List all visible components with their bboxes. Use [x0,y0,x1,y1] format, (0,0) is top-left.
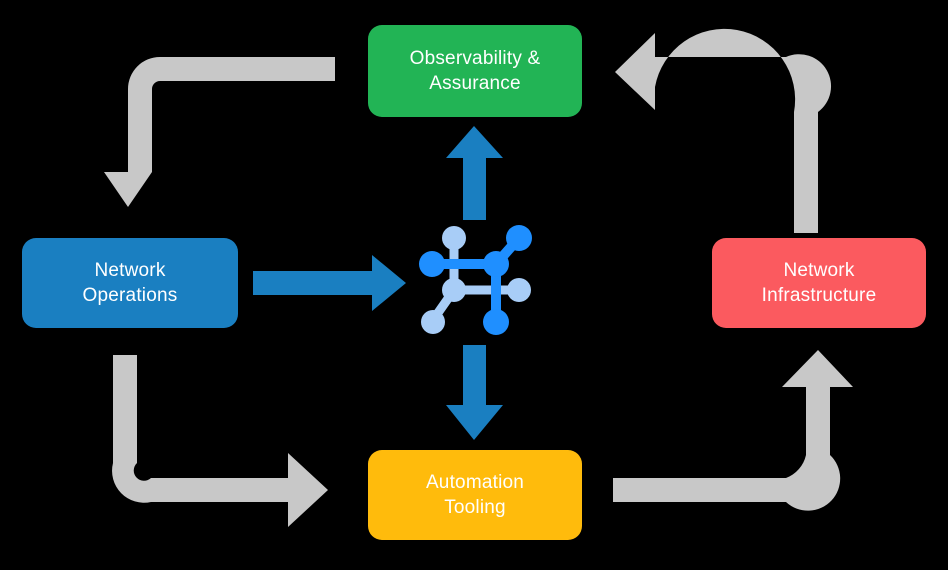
node-observability-assurance[interactable]: Observability & Assurance [368,25,582,117]
gray-arrow-observability-to-operations [104,57,335,207]
blue-arrow-center-to-observability [446,126,503,220]
topology-nodes-secondary [421,226,531,334]
blue-arrow-operations-to-center [253,255,406,311]
gray-arrow-automation-to-infrastructure [613,350,853,511]
gray-arrow-operations-to-automation [112,355,329,527]
node-automation-tooling[interactable]: Automation Tooling [368,450,582,540]
gray-arrow-infrastructure-to-observability [615,28,832,234]
topology-nodes-primary [419,225,532,335]
node-network-infrastructure[interactable]: Network Infrastructure [712,238,926,328]
blue-arrow-center-to-automation [446,345,503,440]
node-network-operations[interactable]: Network Operations [22,238,238,328]
